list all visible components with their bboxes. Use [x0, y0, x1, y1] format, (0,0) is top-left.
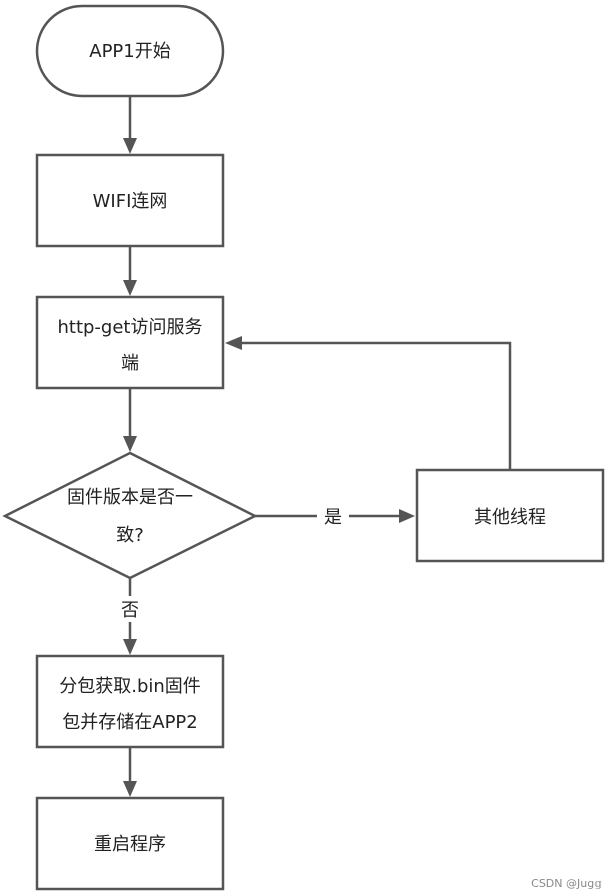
decision-label-line1: 固件版本是否一 — [67, 487, 193, 508]
yes-label-bg — [317, 503, 349, 529]
restart-label: 重启程序 — [94, 834, 166, 855]
restart-node — [35, 796, 225, 891]
edge-label-yes: 是 — [324, 507, 342, 528]
decision-node — [2, 451, 258, 580]
arrowhead-decision-to-other — [399, 509, 415, 523]
arrowhead-start-to-wifi — [123, 138, 137, 154]
wifi-label: WIFI连网 — [93, 191, 168, 212]
arrowhead-other-to-http — [225, 336, 242, 350]
edge-other-to-http — [240, 341, 512, 470]
download-node — [35, 654, 225, 749]
watermark: CSDN @Jug𝕘 — [531, 877, 602, 890]
arrowhead-decision-to-download — [123, 639, 137, 655]
arrowhead-wifi-to-http — [123, 280, 137, 296]
decision-label-line2: 致? — [116, 525, 144, 546]
edge-label-no: 否 — [121, 600, 139, 621]
no-label-bg — [114, 596, 146, 622]
other-thread-node — [415, 468, 605, 563]
start-label: APP1开始 — [89, 41, 170, 62]
http-node — [35, 295, 225, 390]
http-label-line2: 端 — [121, 353, 139, 374]
http-label-line1: http-get访问服务 — [57, 317, 202, 338]
download-label-line2: 包并存储在APP2 — [62, 712, 197, 733]
download-label-line1: 分包获取.bin固件 — [59, 676, 201, 697]
other-thread-label: 其他线程 — [474, 507, 546, 528]
arrowhead-http-to-decision — [123, 436, 137, 452]
arrowhead-download-to-restart — [123, 781, 137, 797]
wifi-node — [35, 153, 225, 248]
